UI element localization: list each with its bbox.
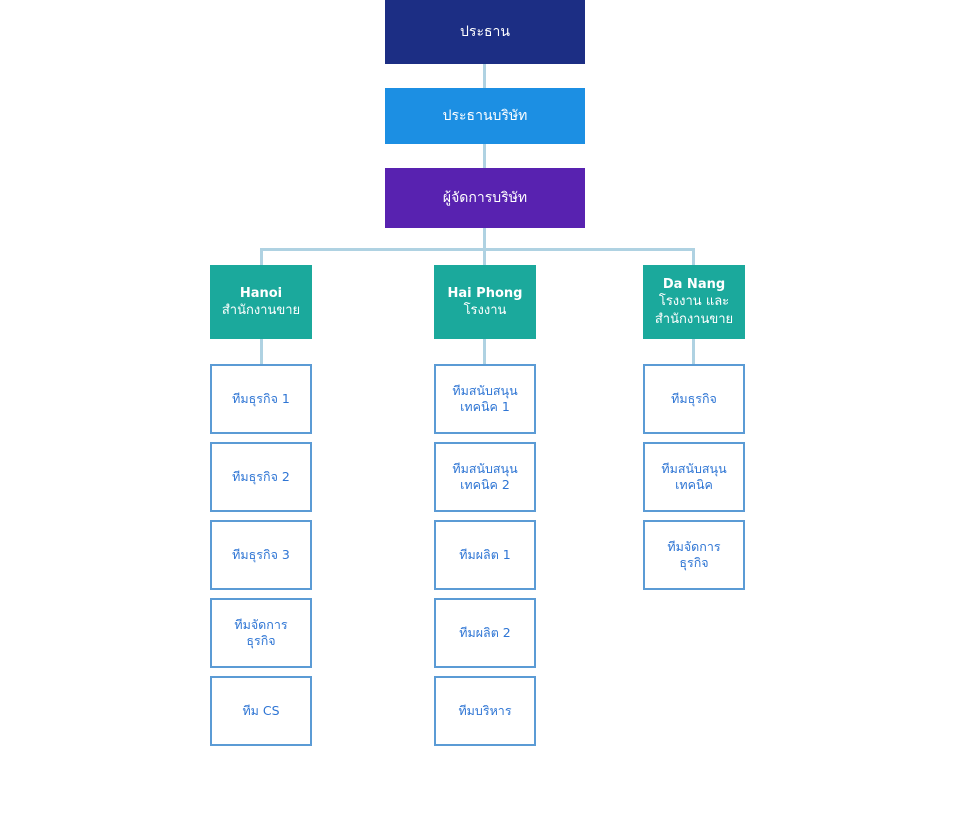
node-team-hanoi-5-label: ทีม CS bbox=[242, 702, 280, 718]
node-manager[interactable]: ผู้จัดการบริษัท bbox=[385, 168, 585, 228]
node-branch-hanoi-name: Hanoi bbox=[239, 285, 283, 301]
node-branch-danang-name: Da Nang bbox=[662, 277, 726, 293]
connector-president-to-manager bbox=[483, 144, 486, 168]
node-manager-label: ผู้จัดการบริษัท bbox=[442, 189, 528, 206]
node-team-danang-2-label: ทีมสนับสนุน เทคนิค bbox=[661, 460, 727, 493]
connector-hanoi-to-teams bbox=[260, 339, 263, 364]
connector-chairman-to-president bbox=[483, 64, 486, 88]
node-team-danang-1-label: ทีมธุรกิจ bbox=[671, 390, 717, 406]
node-team-haiphong-2[interactable]: ทีมสนับสนุน เทคนิค 2 bbox=[434, 442, 536, 512]
node-branch-danang[interactable]: Da Nang โรงงาน และ สำนักงานขาย bbox=[643, 265, 745, 339]
node-team-danang-3[interactable]: ทีมจัดการ ธุรกิจ bbox=[643, 520, 745, 590]
node-branch-danang-sub: โรงงาน และ สำนักงานขาย bbox=[654, 294, 734, 327]
node-team-haiphong-2-label: ทีมสนับสนุน เทคนิค 2 bbox=[452, 460, 518, 493]
node-branch-hanoi[interactable]: Hanoi สำนักงานขาย bbox=[210, 265, 312, 339]
connector-danang-to-teams bbox=[692, 339, 695, 364]
node-team-haiphong-5-label: ทีมบริหาร bbox=[458, 702, 512, 718]
node-team-hanoi-2-label: ทีมธุรกิจ 2 bbox=[232, 468, 290, 484]
node-president-label: ประธานบริษัท bbox=[442, 107, 528, 124]
node-team-haiphong-3-label: ทีมผลิต 1 bbox=[459, 546, 511, 562]
node-team-haiphong-1-label: ทีมสนับสนุน เทคนิค 1 bbox=[452, 382, 518, 415]
node-team-hanoi-4-label: ทีมจัดการ ธุรกิจ bbox=[234, 616, 288, 649]
node-chairman[interactable]: ประธาน bbox=[385, 0, 585, 64]
node-branch-haiphong-sub: โรงงาน bbox=[463, 303, 507, 318]
connector-bus-to-hanoi bbox=[260, 248, 263, 266]
node-team-haiphong-5[interactable]: ทีมบริหาร bbox=[434, 676, 536, 746]
node-team-danang-2[interactable]: ทีมสนับสนุน เทคนิค bbox=[643, 442, 745, 512]
node-team-hanoi-2[interactable]: ทีมธุรกิจ 2 bbox=[210, 442, 312, 512]
node-branch-hanoi-sub: สำนักงานขาย bbox=[221, 303, 301, 318]
node-team-danang-3-label: ทีมจัดการ ธุรกิจ bbox=[667, 538, 721, 571]
node-team-hanoi-3-label: ทีมธุรกิจ 3 bbox=[232, 546, 290, 562]
connector-bus-to-haiphong bbox=[483, 248, 486, 266]
connector-bus-to-danang bbox=[692, 248, 695, 266]
node-president[interactable]: ประธานบริษัท bbox=[385, 88, 585, 144]
node-chairman-label: ประธาน bbox=[460, 23, 510, 40]
node-team-haiphong-4-label: ทีมผลิต 2 bbox=[459, 624, 511, 640]
connector-branch-bus bbox=[260, 248, 695, 251]
node-branch-haiphong[interactable]: Hai Phong โรงงาน bbox=[434, 265, 536, 339]
node-team-hanoi-4[interactable]: ทีมจัดการ ธุรกิจ bbox=[210, 598, 312, 668]
node-branch-haiphong-name: Hai Phong bbox=[447, 285, 523, 301]
connector-haiphong-to-teams bbox=[483, 339, 486, 364]
node-team-hanoi-1[interactable]: ทีมธุรกิจ 1 bbox=[210, 364, 312, 434]
node-team-haiphong-1[interactable]: ทีมสนับสนุน เทคนิค 1 bbox=[434, 364, 536, 434]
node-team-hanoi-3[interactable]: ทีมธุรกิจ 3 bbox=[210, 520, 312, 590]
connector-manager-drop bbox=[483, 228, 486, 250]
node-team-haiphong-3[interactable]: ทีมผลิต 1 bbox=[434, 520, 536, 590]
node-team-danang-1[interactable]: ทีมธุรกิจ bbox=[643, 364, 745, 434]
node-team-hanoi-5[interactable]: ทีม CS bbox=[210, 676, 312, 746]
node-team-haiphong-4[interactable]: ทีมผลิต 2 bbox=[434, 598, 536, 668]
node-team-hanoi-1-label: ทีมธุรกิจ 1 bbox=[232, 390, 290, 406]
